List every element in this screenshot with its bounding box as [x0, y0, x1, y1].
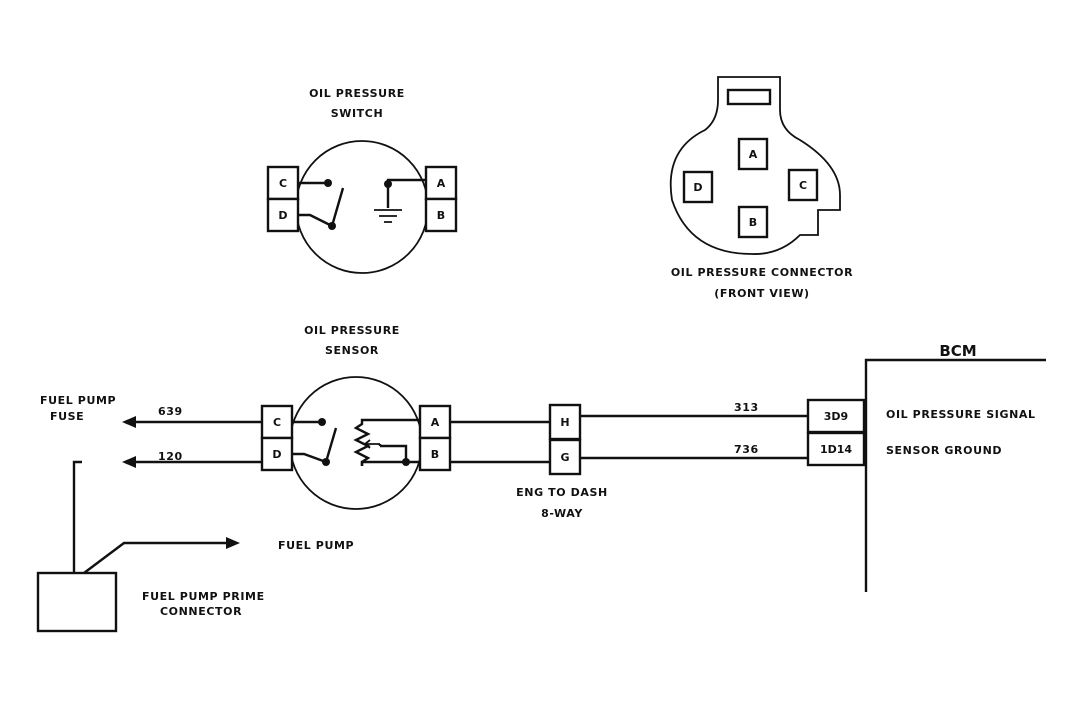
- eng-dash-line1: ENG TO DASH: [516, 486, 608, 499]
- switch-pin-b-label: B: [437, 209, 445, 222]
- oil-pressure-sensor: OIL PRESSURE SENSOR C D A B: [260, 324, 452, 510]
- oil-pressure-switch: OIL PRESSURE SWITCH C D A B: [266, 87, 458, 274]
- bcm-outline: [864, 358, 1046, 592]
- connector-pin-d-label: D: [693, 181, 702, 194]
- sensor-pin-b: [418, 436, 452, 472]
- connector-pin-a-label: A: [749, 148, 758, 161]
- wire-to-prime-connector: [72, 460, 82, 573]
- switch-pin-d: [266, 197, 300, 233]
- connector-pin-d: [682, 170, 714, 204]
- arrow-left-icon: [122, 456, 136, 468]
- bcm-signal-label: OIL PRESSURE SIGNAL: [886, 408, 1036, 421]
- ground-icon: [374, 209, 402, 223]
- resistor-icon: [353, 418, 420, 466]
- connector-label-line1: OIL PRESSURE CONNECTOR: [671, 266, 853, 279]
- eng-dash-pin-g-label: G: [560, 451, 569, 464]
- bcm-pin-3d9: [806, 398, 866, 434]
- circuit-313-label: 313: [734, 401, 759, 414]
- sensor-pin-a-label: A: [431, 416, 440, 429]
- switch-blade: [330, 187, 345, 227]
- wire-to-fuel-pump: [83, 541, 228, 574]
- connector-pin-b: [737, 205, 769, 239]
- prime-connector-line1: FUEL PUMP PRIME: [142, 590, 265, 603]
- switch-contact-dot: [324, 179, 332, 187]
- fuel-pump-fuse-line1: FUEL PUMP: [40, 394, 116, 407]
- sensor-resistor-wires: [360, 444, 420, 466]
- sensor-title-line2: SENSOR: [325, 344, 379, 357]
- connector-pin-b-label: B: [749, 216, 757, 229]
- bcm: BCM 3D9 1D14 OIL PRESSURE SIGNAL SENSOR …: [806, 342, 1046, 592]
- sensor-pin-d-label: D: [272, 448, 281, 461]
- arrow-left-icon: [122, 416, 136, 428]
- connector-pin-c-label: C: [799, 179, 807, 192]
- sensor-contact-wires: [292, 420, 327, 464]
- switch-ground-dot: [384, 180, 392, 188]
- left-wires: FUEL PUMP FUSE 639 120 FUEL PUMP FUEL PU…: [36, 394, 354, 633]
- switch-title-line2: SWITCH: [331, 107, 384, 120]
- bcm-pin-1d14-label: 1D14: [820, 443, 852, 456]
- sensor-blade: [324, 427, 338, 463]
- fuel-pump-fuse-line2: FUSE: [50, 410, 84, 423]
- eng-dash-pin-h-label: H: [560, 416, 569, 429]
- connector-label-line2: (FRONT VIEW): [714, 287, 809, 300]
- arrow-right-icon: [226, 537, 240, 549]
- sensor-pin-b-label: B: [431, 448, 439, 461]
- bcm-title: BCM: [939, 342, 976, 360]
- switch-ground-wire: [386, 178, 426, 208]
- switch-pin-a-label: A: [437, 177, 446, 190]
- switch-contact-wires: [298, 181, 333, 228]
- circuit-639-label: 639: [158, 405, 183, 418]
- switch-title-line1: OIL PRESSURE: [309, 87, 405, 100]
- connector-pin-a: [737, 137, 769, 171]
- switch-pin-d-label: D: [278, 209, 287, 222]
- sensor-pin-c-label: C: [273, 416, 281, 429]
- right-wires: H G ENG TO DASH 8-WAY 313 736: [450, 401, 808, 520]
- sensor-title-line1: OIL PRESSURE: [304, 324, 400, 337]
- oil-pressure-connector: A D C B OIL PRESSURE CONNECTOR (FRONT VI…: [669, 76, 853, 300]
- prime-connector-line2: CONNECTOR: [160, 605, 242, 618]
- switch-pin-b: [424, 197, 458, 233]
- eng-dash-line2: 8-WAY: [541, 507, 583, 520]
- switch-body: [295, 140, 429, 274]
- wiper-arrow-icon: [363, 439, 380, 449]
- sensor-junction-dot: [402, 458, 410, 466]
- bcm-pin-1d14: [806, 431, 866, 467]
- connector-pin-c: [787, 168, 819, 202]
- bcm-ground-label: SENSOR GROUND: [886, 444, 1002, 457]
- sensor-contact-dot: [318, 418, 326, 426]
- fuel-pump-label: FUEL PUMP: [278, 539, 354, 552]
- sensor-body: [289, 376, 423, 510]
- prime-connector-box: [36, 571, 118, 633]
- connector-housing: [669, 76, 841, 255]
- switch-pin-c-label: C: [279, 177, 287, 190]
- bcm-pin-3d9-label: 3D9: [824, 410, 848, 423]
- circuit-120-label: 120: [158, 450, 183, 463]
- circuit-736-label: 736: [734, 443, 759, 456]
- connector-latch: [726, 88, 772, 106]
